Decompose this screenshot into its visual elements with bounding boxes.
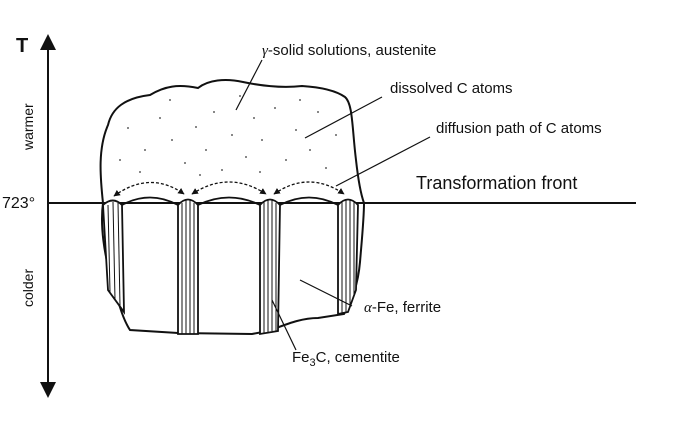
axis-label-warmer: warmer bbox=[20, 103, 36, 151]
dissolved-carbon-dots bbox=[119, 95, 337, 176]
ferrite-region-outline bbox=[101, 202, 365, 336]
cementite-lamella-4 bbox=[337, 198, 359, 316]
axis-symbol-t: T bbox=[16, 35, 28, 57]
axis-label-colder: colder bbox=[20, 269, 36, 307]
dissolved-carbon-label: dissolved C atoms bbox=[390, 80, 513, 97]
cementite-label-fe: Fe bbox=[292, 349, 310, 366]
cementite-label-text: C, cementite bbox=[316, 349, 400, 366]
diffusion-arrows bbox=[113, 181, 345, 197]
austenite-label-gamma: γ bbox=[262, 43, 269, 59]
austenite-label-text: -solid solutions, austenite bbox=[268, 42, 436, 59]
ferrite-lamellae bbox=[121, 196, 339, 206]
ferrite-label-text: -Fe, ferrite bbox=[372, 299, 441, 316]
cementite-label: Fe3C, cementite bbox=[292, 349, 400, 369]
austenite-region bbox=[99, 79, 365, 204]
cementite-lamella-1 bbox=[102, 199, 125, 315]
temperature-723-label: 723° bbox=[2, 195, 35, 212]
ferrite-label: α-Fe, ferrite bbox=[364, 299, 441, 316]
cementite-lamella-3 bbox=[259, 198, 281, 336]
cementite-lamella-2 bbox=[177, 198, 199, 335]
cementite-label-subscript: 3 bbox=[310, 357, 316, 369]
austenite-label: γ-solid solutions, austenite bbox=[262, 42, 436, 59]
diffusion-path-label: diffusion path of C atoms bbox=[436, 120, 602, 137]
ferrite-label-alpha: α bbox=[364, 300, 373, 316]
transformation-front-label: Transformation front bbox=[416, 173, 577, 193]
leader-lines bbox=[235, 59, 431, 351]
